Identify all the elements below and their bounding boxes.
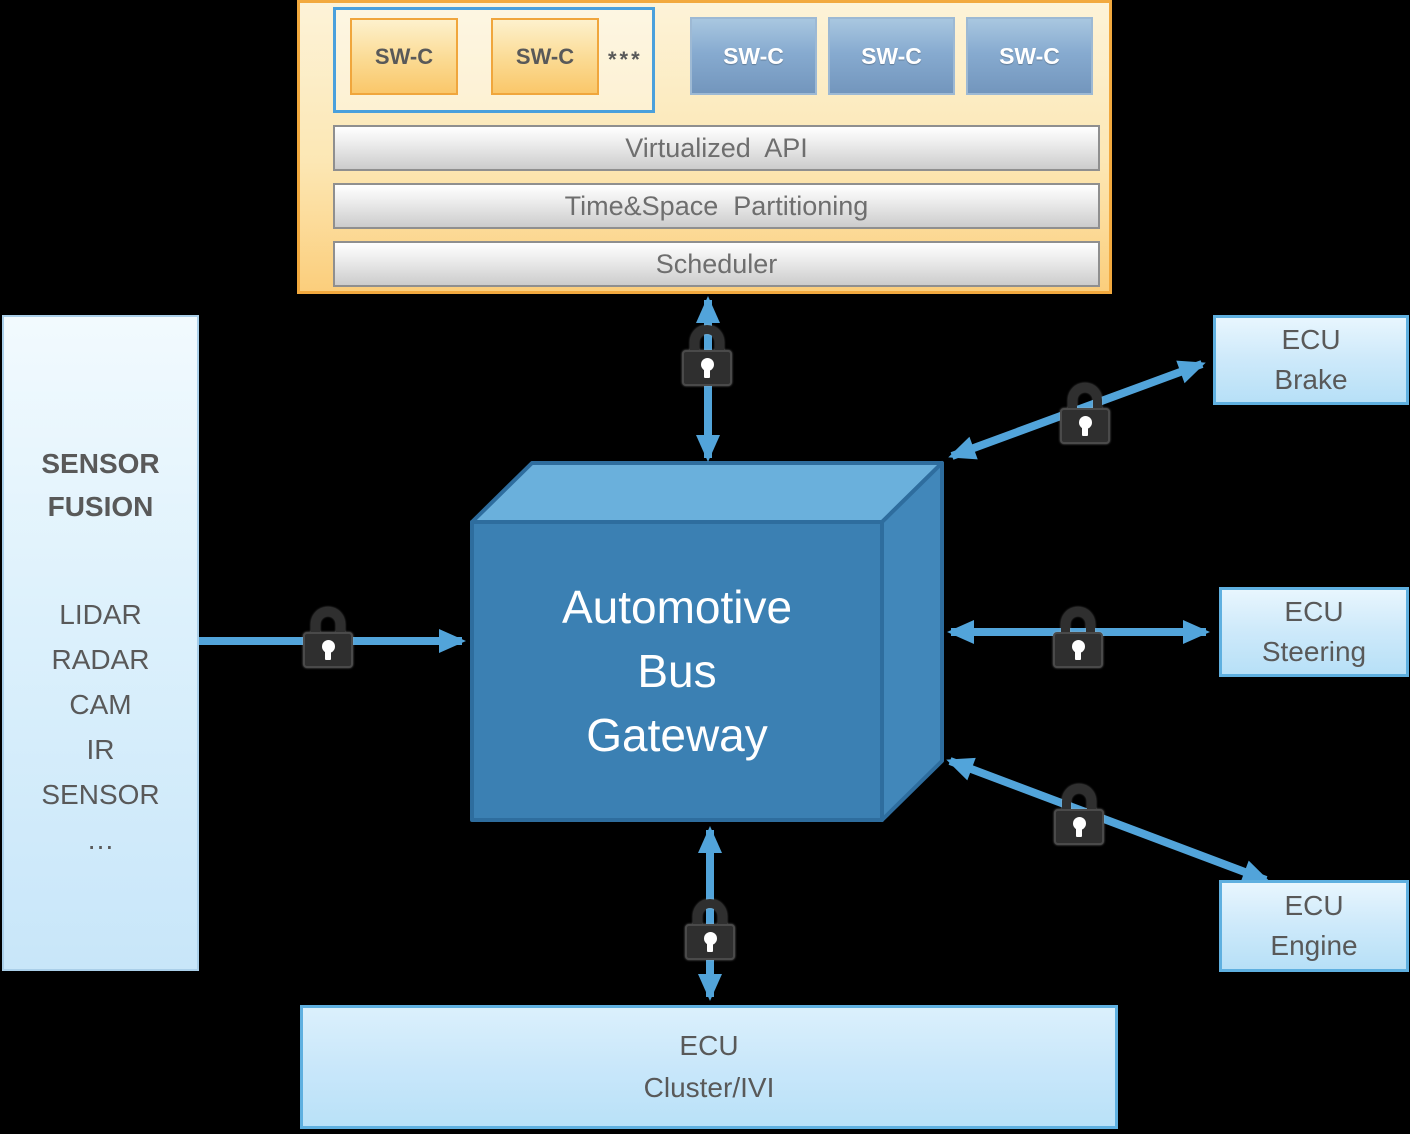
ecu-steering-label: ECU Steering xyxy=(1261,596,1367,667)
gateway-front-face xyxy=(470,520,884,822)
gateway-label: Automotive Bus Gateway xyxy=(561,581,793,761)
padlock-shackle xyxy=(311,607,345,635)
padlock-body xyxy=(685,924,735,960)
swc-box-orange-2: SW-C xyxy=(491,18,599,95)
swc-label: SW-C xyxy=(861,42,922,69)
padlock-icon xyxy=(1054,784,1104,845)
swc-label: SW-C xyxy=(999,42,1060,69)
layer-time-space-partitioning: Time&Space Partitioning xyxy=(333,183,1100,229)
layer-scheduler: Scheduler xyxy=(333,241,1100,287)
swc-label: SW-C xyxy=(723,42,784,69)
padlock-icon xyxy=(1060,383,1110,444)
ecu-brake-box: ECU Brake xyxy=(1213,315,1409,405)
sensor-fusion-box: SENSOR FUSION LIDAR RADAR CAM IR SENSOR … xyxy=(2,315,199,971)
padlock-icon xyxy=(682,325,732,386)
keyhole-icon xyxy=(700,357,714,378)
swc-box-orange-1: SW-C xyxy=(350,18,458,95)
keyhole-icon xyxy=(321,639,335,660)
padlock-body xyxy=(1054,809,1104,845)
swc-label: SW-C xyxy=(374,43,434,69)
keyhole-icon xyxy=(1072,816,1086,837)
keyhole-icon xyxy=(1078,415,1092,436)
padlock-shackle xyxy=(693,899,727,927)
swc-partition-box: SW-C SW-C *** xyxy=(333,7,655,113)
padlock-icon xyxy=(1053,607,1103,668)
padlock-body xyxy=(682,350,732,386)
ecu-cluster-label: ECU Cluster/IVI xyxy=(643,1030,775,1103)
sensor-fusion-list: LIDAR RADAR CAM IR SENSOR … xyxy=(41,599,160,855)
hypervisor-container: SW-C SW-C *** SW-C SW-C SW-C Virtualized… xyxy=(297,0,1112,294)
swc-box-blue-2: SW-C xyxy=(828,17,955,95)
swc-label: SW-C xyxy=(515,43,575,69)
swc-box-blue-1: SW-C xyxy=(690,17,817,95)
ecu-cluster-ivi-box: ECU Cluster/IVI xyxy=(300,1005,1118,1129)
gateway-top-face xyxy=(470,461,944,524)
gateway-3d-box xyxy=(470,461,944,822)
padlock-shackle xyxy=(1061,607,1095,635)
gateway-side-face xyxy=(880,461,944,822)
padlock-body xyxy=(303,632,353,668)
padlock-body xyxy=(1060,408,1110,444)
ecu-brake-label: ECU Brake xyxy=(1274,324,1348,395)
ecu-engine-label: ECU Engine xyxy=(1270,890,1358,961)
sensor-fusion-title: SENSOR FUSION xyxy=(41,448,160,522)
padlock-icon xyxy=(685,899,735,960)
padlock-shackle xyxy=(1062,784,1096,812)
padlock-shackle xyxy=(1068,383,1102,411)
keyhole-icon xyxy=(1071,639,1085,660)
more-swc-ellipsis: *** xyxy=(608,47,643,72)
ecu-engine-box: ECU Engine xyxy=(1219,880,1409,972)
padlock-shackle xyxy=(690,325,724,353)
layer-virtualized-api: Virtualized API xyxy=(333,125,1100,171)
keyhole-icon xyxy=(703,931,717,952)
swc-box-blue-3: SW-C xyxy=(966,17,1093,95)
arrow-gateway-engine xyxy=(946,757,1270,884)
padlock-icon xyxy=(303,607,353,668)
padlock-body xyxy=(1053,632,1103,668)
ecu-steering-box: ECU Steering xyxy=(1219,587,1409,677)
